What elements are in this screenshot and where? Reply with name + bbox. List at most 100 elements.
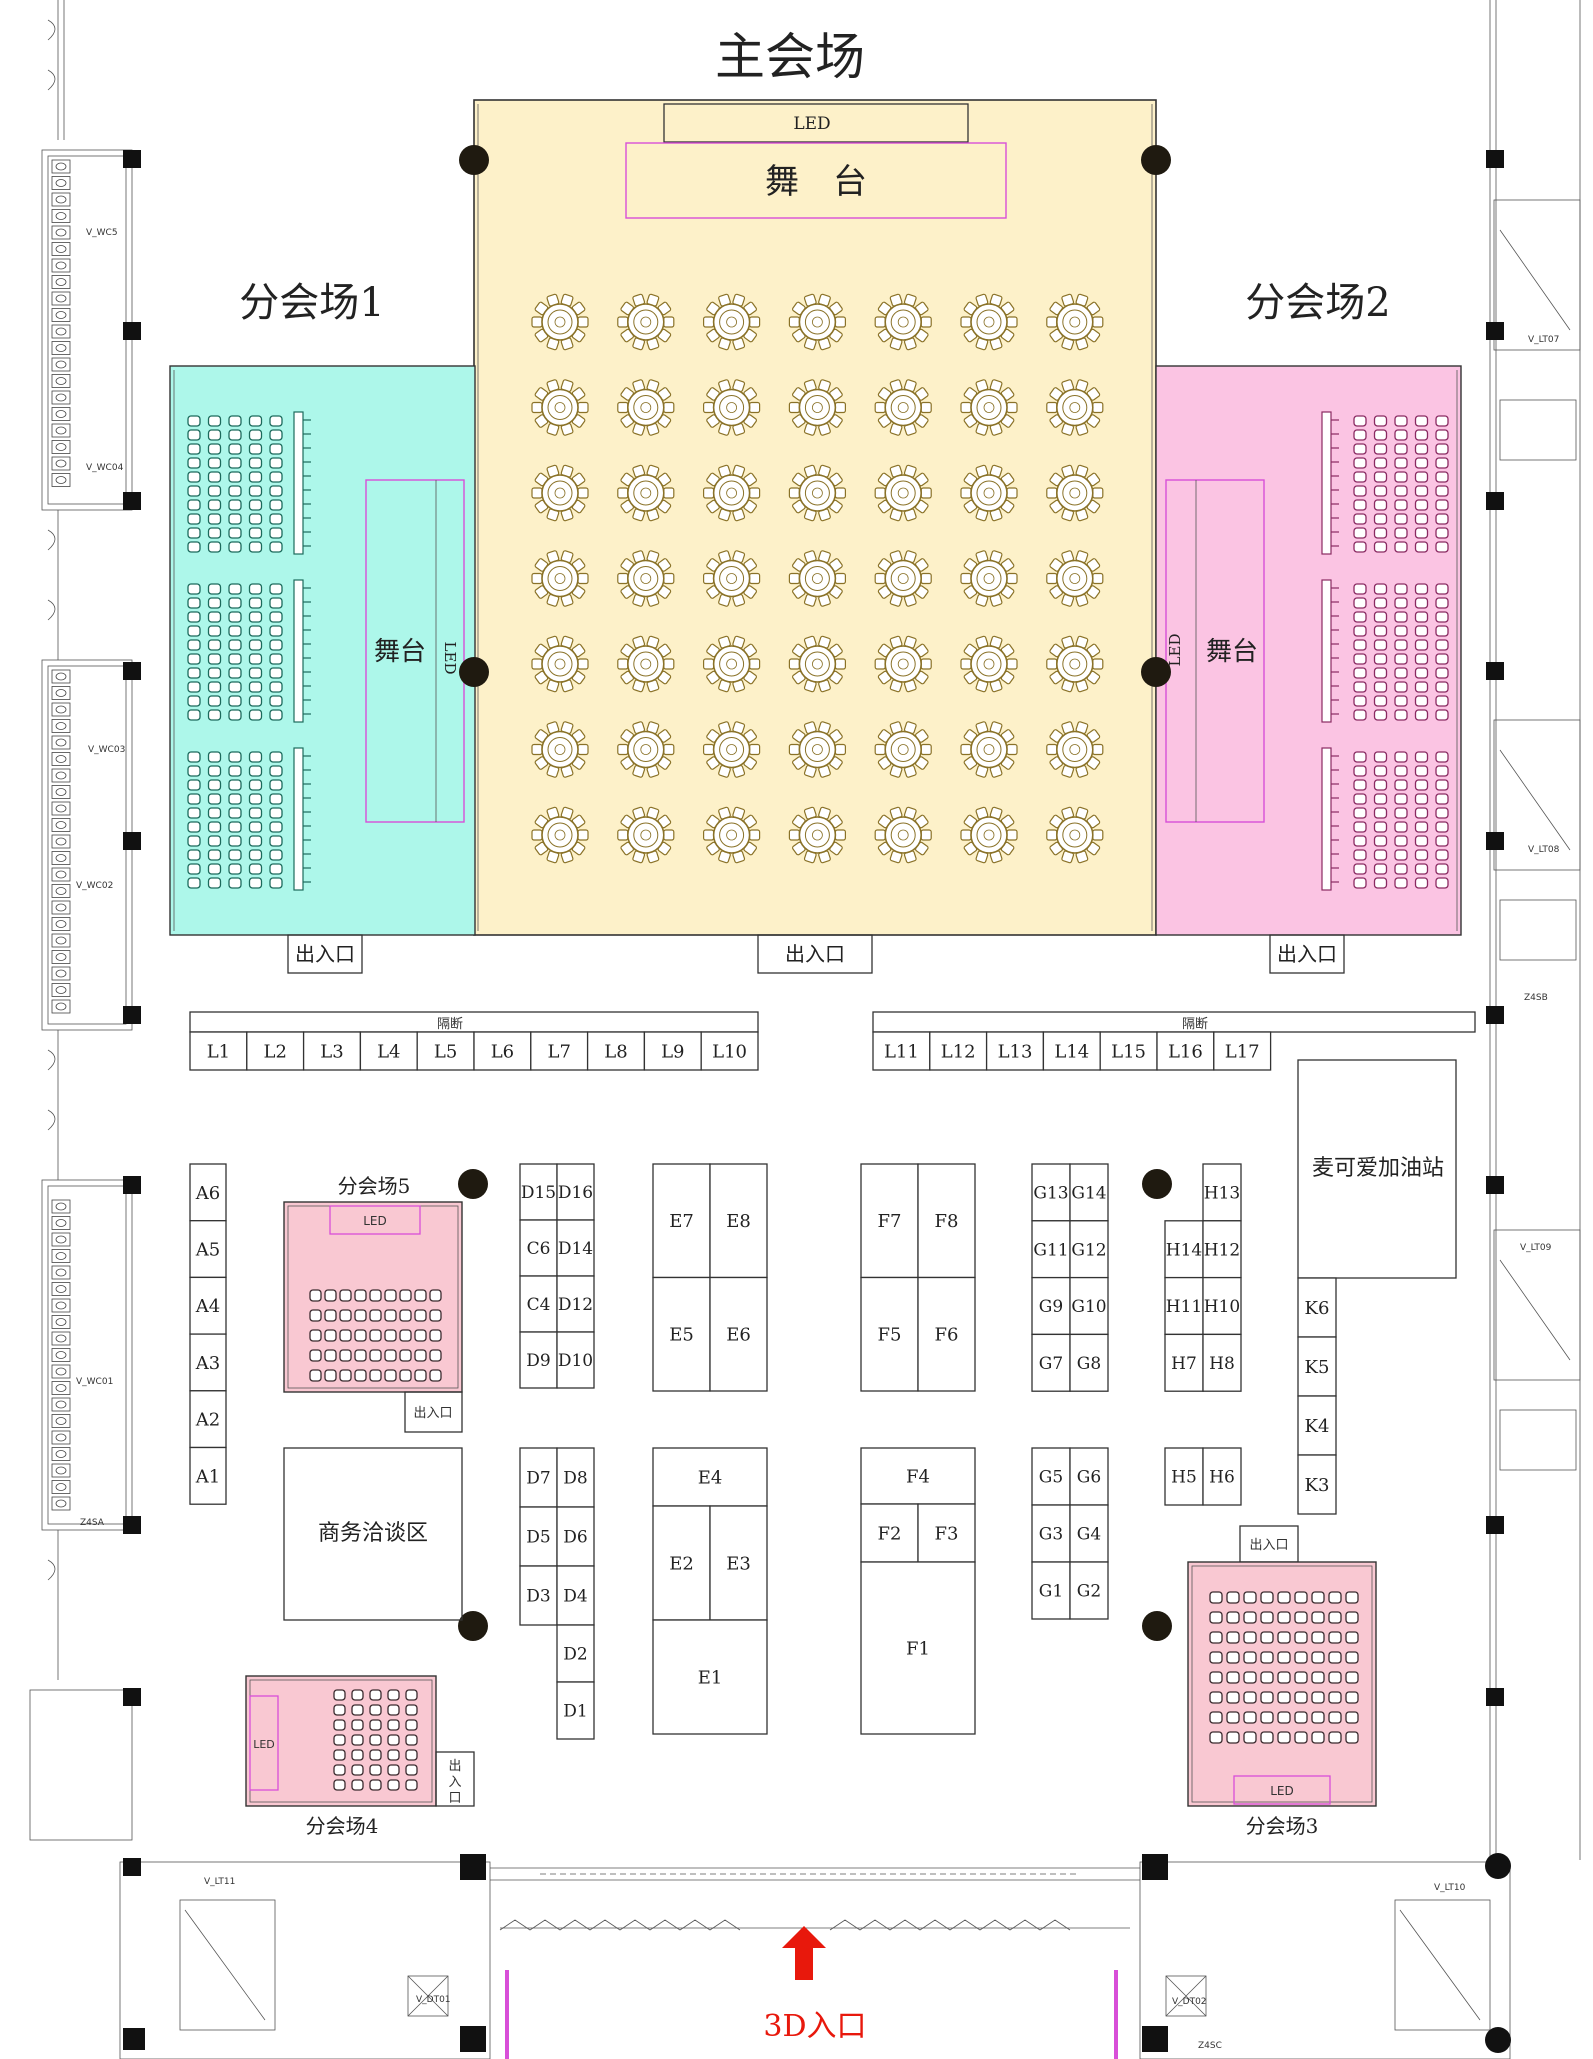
booth-l8[interactable]: L8 — [586, 1031, 646, 1071]
booth-a5[interactable]: A5 — [189, 1220, 227, 1279]
booth-d14[interactable]: D14 — [556, 1219, 595, 1277]
booth-g8[interactable]: G8 — [1069, 1333, 1109, 1392]
booth-label: L5 — [434, 1041, 457, 1062]
booth-d4[interactable]: D4 — [556, 1565, 595, 1626]
booth-d8[interactable]: D8 — [556, 1447, 595, 1508]
booth-l3[interactable]: L3 — [302, 1031, 362, 1071]
booth-label: F3 — [935, 1523, 959, 1544]
booth-g1[interactable]: G1 — [1031, 1561, 1071, 1620]
booth-g3[interactable]: G3 — [1031, 1504, 1071, 1563]
booth-g2[interactable]: G2 — [1069, 1561, 1109, 1620]
booth-f7[interactable]: F7 — [860, 1163, 919, 1279]
booth-g7[interactable]: G7 — [1031, 1333, 1071, 1392]
booth-l13[interactable]: L13 — [985, 1031, 1045, 1071]
sub-hall-1-exit[interactable] — [287, 934, 363, 974]
booth-label: D1 — [563, 1702, 587, 1722]
booth-l15[interactable]: L15 — [1099, 1031, 1158, 1071]
booth-h11[interactable]: H11 — [1164, 1276, 1204, 1336]
booth-d10[interactable]: D10 — [556, 1331, 595, 1389]
booth-f6[interactable]: F6 — [917, 1276, 976, 1392]
booth-f5[interactable]: F5 — [860, 1276, 919, 1392]
booth-label: G10 — [1071, 1297, 1106, 1317]
booth-g11[interactable]: G11 — [1031, 1220, 1071, 1279]
booth-e3[interactable]: E3 — [709, 1505, 768, 1621]
booth-d12[interactable]: D12 — [556, 1275, 595, 1333]
booth-g10[interactable]: G10 — [1069, 1276, 1109, 1336]
booth-d9[interactable]: D9 — [519, 1331, 558, 1389]
booth-f4[interactable]: F4 — [860, 1447, 976, 1505]
booth-l5[interactable]: L5 — [416, 1031, 475, 1071]
booth-g5[interactable]: G5 — [1031, 1447, 1071, 1506]
seat — [1373, 779, 1388, 791]
booth-d16[interactable]: D16 — [556, 1163, 595, 1221]
booth-d6[interactable]: D6 — [556, 1506, 595, 1567]
booth-k3[interactable]: K3 — [1297, 1454, 1337, 1515]
booth-d5[interactable]: D5 — [519, 1506, 558, 1567]
entrance-3d[interactable]: 3D入口 — [763, 1926, 867, 2044]
booth-g12[interactable]: G12 — [1069, 1220, 1109, 1279]
booth-l11[interactable]: L11 — [872, 1031, 931, 1071]
booth-l17[interactable]: L17 — [1213, 1031, 1272, 1071]
booth-a2[interactable]: A2 — [189, 1390, 227, 1449]
booth-h12[interactable]: H12 — [1202, 1220, 1242, 1279]
booth-g13[interactable]: G13 — [1031, 1163, 1071, 1222]
booth-e2[interactable]: E2 — [652, 1505, 711, 1621]
booth-e7[interactable]: E7 — [652, 1163, 711, 1279]
booth-h7[interactable]: H7 — [1164, 1333, 1204, 1392]
seat — [1353, 443, 1367, 455]
booth-label: L13 — [998, 1041, 1033, 1062]
booth-e1[interactable]: E1 — [652, 1619, 768, 1735]
booth-c4[interactable]: C4 — [519, 1275, 558, 1333]
sub-hall-4-exit[interactable] — [435, 1751, 475, 1807]
booth-f8[interactable]: F8 — [917, 1163, 976, 1279]
booth-e4[interactable]: E4 — [652, 1447, 768, 1507]
booth-k6[interactable]: K6 — [1297, 1277, 1337, 1338]
booth-d7[interactable]: D7 — [519, 1447, 558, 1508]
booth-l7[interactable]: L7 — [530, 1031, 589, 1071]
booth-k4[interactable]: K4 — [1297, 1395, 1337, 1456]
main-hall-exit[interactable] — [757, 934, 873, 974]
booth-f2[interactable]: F2 — [860, 1503, 919, 1563]
booth-a1[interactable]: A1 — [189, 1446, 227, 1505]
booth-f3[interactable]: F3 — [917, 1503, 976, 1563]
booth-a4[interactable]: A4 — [189, 1276, 227, 1335]
booth-c6[interactable]: C6 — [519, 1219, 558, 1277]
booth-l16[interactable]: L16 — [1156, 1031, 1215, 1071]
sub-hall-5-exit[interactable] — [404, 1391, 463, 1433]
booth-l9[interactable]: L9 — [643, 1031, 702, 1071]
sub-hall-2-exit[interactable] — [1269, 934, 1345, 974]
booth-g9[interactable]: G9 — [1031, 1276, 1071, 1336]
booth-g6[interactable]: G6 — [1069, 1447, 1109, 1506]
booth-g14[interactable]: G14 — [1069, 1163, 1109, 1222]
booth-e5[interactable]: E5 — [652, 1276, 711, 1392]
seat — [1353, 527, 1367, 539]
booth-d3[interactable]: D3 — [519, 1565, 558, 1626]
booth-e6[interactable]: E6 — [709, 1276, 768, 1392]
booth-a6[interactable]: A6 — [189, 1163, 227, 1222]
booth-d1[interactable]: D1 — [556, 1681, 595, 1740]
booth-f1[interactable]: F1 — [860, 1561, 976, 1735]
booth-l4[interactable]: L4 — [359, 1031, 418, 1071]
booth-d2[interactable]: D2 — [556, 1624, 595, 1683]
booth-a3[interactable]: A3 — [189, 1333, 227, 1392]
booth-l14[interactable]: L14 — [1042, 1031, 1101, 1071]
booth-h5[interactable]: H5 — [1164, 1447, 1204, 1506]
booth-l2[interactable]: L2 — [246, 1031, 305, 1071]
booth-h10[interactable]: H10 — [1202, 1276, 1242, 1336]
booth-h14[interactable]: H14 — [1164, 1220, 1204, 1279]
seat — [207, 835, 222, 847]
banquet-table — [617, 806, 675, 864]
booth-k5[interactable]: K5 — [1297, 1336, 1337, 1397]
booth-l1[interactable]: L1 — [189, 1031, 248, 1071]
booth-e8[interactable]: E8 — [709, 1163, 768, 1279]
seat — [187, 877, 201, 889]
booth-h13[interactable]: H13 — [1202, 1163, 1242, 1222]
booth-h6[interactable]: H6 — [1202, 1447, 1242, 1506]
booth-d15[interactable]: D15 — [519, 1163, 558, 1221]
booth-l12[interactable]: L12 — [929, 1031, 988, 1071]
booth-l6[interactable]: L6 — [473, 1031, 532, 1071]
booth-l10[interactable]: L10 — [700, 1031, 759, 1071]
booth-g4[interactable]: G4 — [1069, 1504, 1109, 1563]
booth-h8[interactable]: H8 — [1202, 1333, 1242, 1392]
banquet-table — [874, 293, 932, 351]
